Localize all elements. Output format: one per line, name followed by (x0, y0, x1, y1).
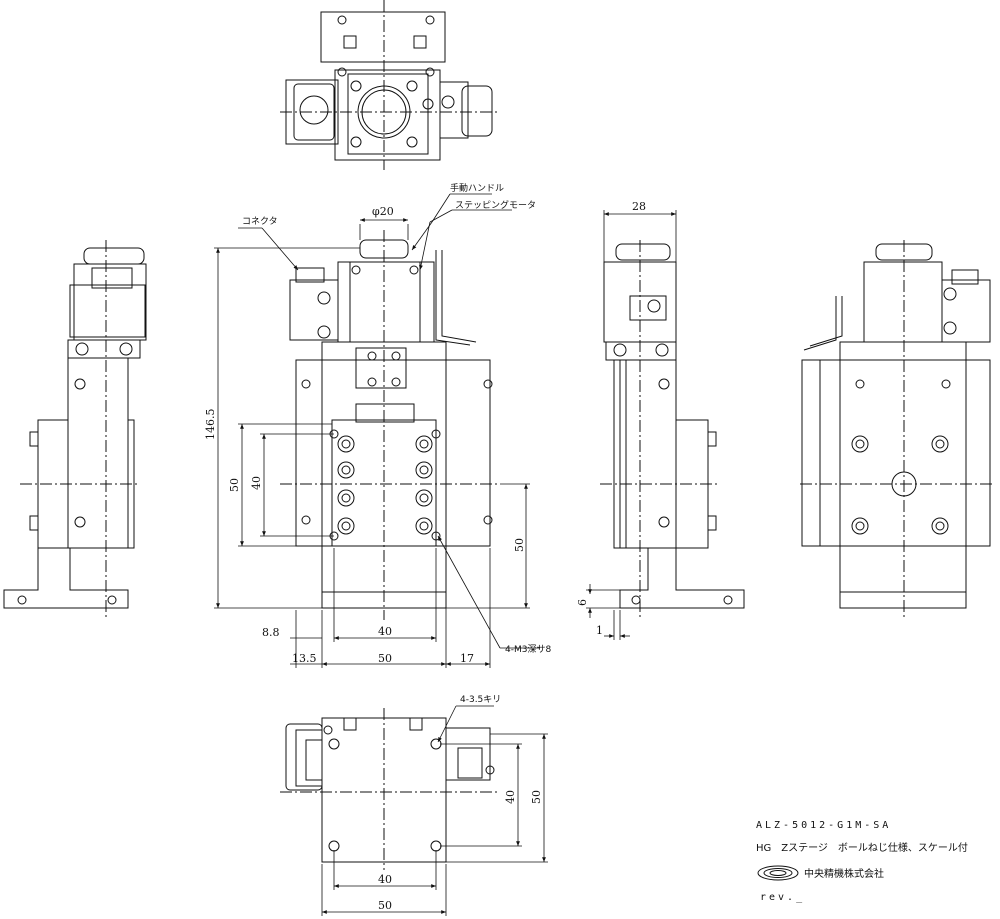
dimension-labels: φ20 28 146.5 50 40 50 8.8 40 13.5 50 17 … (204, 200, 646, 912)
dim-50-right: 50 (513, 538, 526, 552)
callout-tapped-holes: 4-M3深サ8 (505, 644, 551, 655)
front-view (280, 230, 500, 620)
dim-17: 17 (460, 652, 474, 665)
dim-phi20: φ20 (372, 205, 394, 218)
bottom-dimension-lines (321, 705, 548, 916)
rear-view (800, 240, 994, 620)
title-block: ALZ-5012-G1M-SA HG Zステージ ボールねじ仕様、スケール付 中… (756, 820, 968, 903)
callout-connector: コネクタ (242, 216, 278, 227)
dim-50-bottomview-bottom: 50 (378, 899, 392, 912)
dim-13-5: 13.5 (292, 652, 317, 665)
model-number: ALZ-5012-G1M-SA (756, 820, 891, 831)
dim-146-5: 146.5 (204, 409, 217, 441)
dim-40-bottomview-right: 40 (504, 790, 517, 804)
company-logo-icon (757, 865, 799, 881)
dim-6: 6 (576, 599, 589, 606)
bottom-view (280, 708, 500, 870)
callout-handle: 手動ハンドル (450, 182, 504, 194)
callout-drill-holes: 4-3.5キリ (460, 695, 501, 705)
dim-8-8: 8.8 (262, 626, 280, 639)
product-description: HG Zステージ ボールねじ仕様、スケール付 (756, 841, 968, 854)
dim-40-bottom: 40 (378, 625, 392, 638)
callout-labels: 手動ハンドル ステッピングモータ コネクタ 4-M3深サ8 4-3.5キリ (242, 182, 551, 705)
dim-50-bottom: 50 (378, 652, 392, 665)
company-name: 中央精機株式会社 (804, 867, 884, 880)
dim-40-left: 40 (250, 476, 263, 490)
revision: rev._ (760, 892, 805, 903)
dim-50-bottomview-right: 50 (530, 790, 543, 804)
dim-28: 28 (632, 200, 646, 213)
right-side-view (600, 240, 745, 620)
dim-1: 1 (596, 624, 603, 637)
front-dimension-lines (214, 193, 540, 668)
top-view (280, 0, 500, 170)
dim-40-bottomview-bottom: 40 (378, 873, 392, 886)
dim-50-left: 50 (228, 478, 241, 492)
left-side-view (3, 240, 147, 620)
right-dimension-lines (586, 210, 677, 640)
callout-motor: ステッピングモータ (455, 199, 536, 211)
